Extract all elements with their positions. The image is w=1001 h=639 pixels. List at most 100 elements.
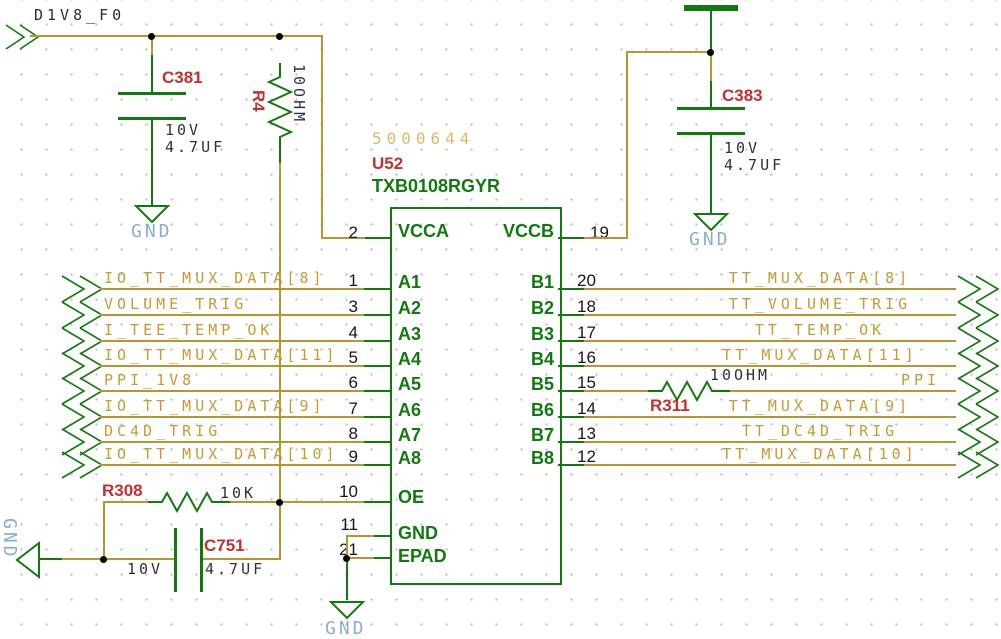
wire-left-IO_TT_MUX_DATA[11][interactable] <box>100 365 364 367</box>
c751-plate-left[interactable] <box>174 528 177 592</box>
c381-voltage: 10V <box>165 121 202 139</box>
port-arrow-left-IO_TT_MUX_DATA[10][interactable] <box>58 451 104 479</box>
wire-right-TT_MUX_DATA[11][interactable] <box>584 365 956 367</box>
port-arrow-left-IO_TT_MUX_DATA[8][interactable] <box>58 275 104 303</box>
wire-left-IO_TT_MUX_DATA[8][interactable] <box>100 288 364 290</box>
wire-left-PPI_1V8[interactable] <box>100 390 364 392</box>
wire-c383[interactable] <box>710 53 712 81</box>
pin-stub-a1[interactable] <box>364 288 390 290</box>
wire-right-TT_MUX_DATA[8][interactable] <box>584 288 956 290</box>
c383-lead-bottom[interactable] <box>710 135 712 213</box>
wire-top-rail[interactable] <box>30 35 323 37</box>
pin-stub-vcca[interactable] <box>365 237 390 239</box>
wire-right-PPI[interactable] <box>584 390 650 392</box>
c383-voltage: 10V <box>724 139 761 157</box>
port-arrow-right-TT_MUX_DATA[8][interactable] <box>954 275 1000 303</box>
wire-vccb-top[interactable] <box>626 51 711 53</box>
pin-stub-b5[interactable] <box>558 390 584 392</box>
chip-body-u52[interactable] <box>390 207 562 585</box>
wire-vccb[interactable] <box>584 237 628 239</box>
wire-r308-to-gnd[interactable] <box>103 501 105 560</box>
port-arrow-right-TT_MUX_DATA[11][interactable] <box>954 352 1000 380</box>
wire-right-TT_VOLUME_TRIG[interactable] <box>584 314 956 316</box>
pin-stub-a6[interactable] <box>364 416 390 418</box>
port-arrow-left-IO_TT_MUX_DATA[9][interactable] <box>58 403 104 431</box>
port-arrow-right-TT_MUX_DATA[9][interactable] <box>954 403 1000 431</box>
pin-stub-a5[interactable] <box>364 390 390 392</box>
pin-stub-a3[interactable] <box>364 340 390 342</box>
wire-vcca[interactable] <box>321 237 367 239</box>
wire-vcca-drop[interactable] <box>321 35 323 239</box>
pin-stub-gnd[interactable] <box>374 535 390 537</box>
wire-gnd-right[interactable] <box>203 558 281 560</box>
wire-c751-riser[interactable] <box>279 501 281 560</box>
gnd-symbol-c381[interactable] <box>133 204 171 224</box>
c383-value: 4.7UF <box>724 156 785 174</box>
pin-stub-a4[interactable] <box>364 365 390 367</box>
port-arrow-right-TT_TEMP_OK[interactable] <box>954 327 1000 355</box>
port-arrow-right-TT_DC4D_TRIG[interactable] <box>954 428 1000 456</box>
pin-stub-vccb[interactable] <box>558 237 584 239</box>
pin-stub-oe[interactable] <box>364 501 390 503</box>
wire-left-DC4D_TRIG[interactable] <box>100 441 364 443</box>
pin-stub-b2[interactable] <box>558 314 584 316</box>
c381-lead-bottom[interactable] <box>151 120 153 205</box>
c381-plate-bottom[interactable] <box>118 117 186 120</box>
port-arrow-left-VOLUME_TRIG[interactable] <box>58 301 104 329</box>
pin-stub-b7[interactable] <box>558 441 584 443</box>
wire-oe[interactable] <box>230 501 366 503</box>
r311-resistor[interactable] <box>648 377 732 405</box>
wire-gnd-pin[interactable] <box>346 535 376 537</box>
pin-stub-b3[interactable] <box>558 340 584 342</box>
wire-left-IO_TT_MUX_DATA[10][interactable] <box>100 464 364 466</box>
gnd-port-lead[interactable] <box>40 558 62 560</box>
port-arrow-left-I_TEE_TEMP_OK[interactable] <box>58 327 104 355</box>
wire-c381[interactable] <box>151 35 153 55</box>
power-rail-bar[interactable] <box>684 5 738 11</box>
port-arrow-left-IO_TT_MUX_DATA[11][interactable] <box>58 352 104 380</box>
port-arrow-right-TT_VOLUME_TRIG[interactable] <box>954 301 1000 329</box>
net-label-left: VOLUME_TRIG <box>104 295 248 313</box>
port-arrow-d1v8-f0[interactable] <box>4 23 44 51</box>
gnd-symbol-c383[interactable] <box>692 212 730 232</box>
c751-plate-right[interactable] <box>200 528 203 592</box>
gnd-symbol-bottom[interactable] <box>328 600 366 620</box>
wire-r4-to-oe[interactable] <box>279 163 281 502</box>
wire-right-TT_DC4D_TRIG[interactable] <box>584 441 956 443</box>
pin-stub-b6[interactable] <box>558 416 584 418</box>
wire-vccb-riser[interactable] <box>626 51 628 239</box>
port-arrow-left-PPI_1V8[interactable] <box>58 377 104 405</box>
wire-left-I_TEE_TEMP_OK[interactable] <box>100 340 364 342</box>
port-arrow-right-PPI[interactable] <box>954 377 1000 405</box>
wire-gnd-left[interactable] <box>62 558 174 560</box>
wire-left-VOLUME_TRIG[interactable] <box>100 314 364 316</box>
wire-left-IO_TT_MUX_DATA[9][interactable] <box>100 416 364 418</box>
c383-lead-top[interactable] <box>710 81 712 108</box>
c381-plate-top[interactable] <box>118 92 186 95</box>
wire-right-TT_MUX_DATA[10][interactable] <box>584 464 956 466</box>
gnd-port-arrow[interactable] <box>14 540 42 580</box>
wire-gnd-epad-link[interactable] <box>346 535 348 559</box>
wire-right-PPI[interactable] <box>730 390 956 392</box>
net-label-right: TT_VOLUME_TRIG <box>728 295 912 313</box>
power-rail-stem[interactable] <box>710 11 712 53</box>
wire-r308-left[interactable] <box>104 501 150 503</box>
c381-lead-top[interactable] <box>151 55 153 93</box>
r4-resistor[interactable] <box>264 63 296 165</box>
wire-right-TT_TEMP_OK[interactable] <box>584 340 956 342</box>
pin-name-A8: A8 <box>398 448 422 468</box>
pin-stub-epad[interactable] <box>374 557 390 559</box>
pin-stub-b1[interactable] <box>558 288 584 290</box>
pin-stub-a7[interactable] <box>364 441 390 443</box>
port-arrow-right-TT_MUX_DATA[10][interactable] <box>954 451 1000 479</box>
pin-stub-b8[interactable] <box>558 464 584 466</box>
pin-stub-b4[interactable] <box>558 365 584 367</box>
gnd-stem-bottom[interactable] <box>346 559 348 600</box>
r308-resistor[interactable] <box>148 488 232 516</box>
wire-right-TT_MUX_DATA[9][interactable] <box>584 416 956 418</box>
pin-stub-a8[interactable] <box>364 464 390 466</box>
wire-epad-pin[interactable] <box>346 557 376 559</box>
c383-plate-top[interactable] <box>677 107 745 110</box>
pin-stub-a2[interactable] <box>364 314 390 316</box>
c383-plate-bottom[interactable] <box>677 132 745 135</box>
